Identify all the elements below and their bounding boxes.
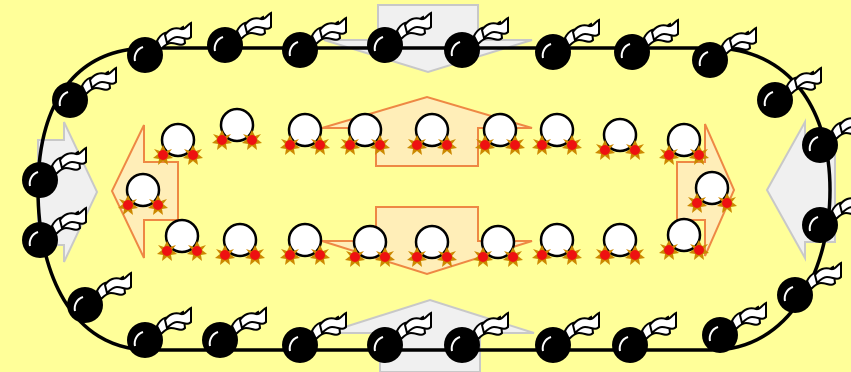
bomb-icon bbox=[610, 311, 678, 365]
bead-with-sparks-icon bbox=[212, 109, 262, 150]
inner-items bbox=[118, 109, 737, 267]
bead-with-sparks-icon bbox=[280, 224, 330, 265]
bead-with-sparks-icon bbox=[153, 124, 203, 165]
bomb-icon bbox=[65, 271, 133, 325]
bead-with-sparks-icon bbox=[659, 219, 709, 260]
bead-with-sparks-icon bbox=[532, 114, 582, 155]
bomb-icon bbox=[612, 18, 680, 72]
bomb-icon bbox=[800, 111, 851, 165]
bead-with-sparks-icon bbox=[280, 114, 330, 155]
bomb-icon bbox=[205, 11, 273, 65]
bomb-icon bbox=[533, 311, 601, 365]
bomb-icon bbox=[50, 66, 118, 120]
bomb-icon bbox=[775, 261, 843, 315]
bead-with-sparks-icon bbox=[595, 119, 645, 160]
bomb-icon bbox=[533, 18, 601, 72]
bomb-icon bbox=[280, 311, 348, 365]
bead-with-sparks-icon bbox=[595, 224, 645, 265]
bead-with-sparks-icon bbox=[215, 224, 265, 265]
bead-with-sparks-icon bbox=[157, 220, 207, 261]
outer-arrow-bottom bbox=[325, 298, 535, 372]
bomb-icon bbox=[700, 301, 768, 355]
bead-with-sparks-icon bbox=[532, 224, 582, 265]
bead-with-sparks-icon bbox=[659, 124, 709, 165]
